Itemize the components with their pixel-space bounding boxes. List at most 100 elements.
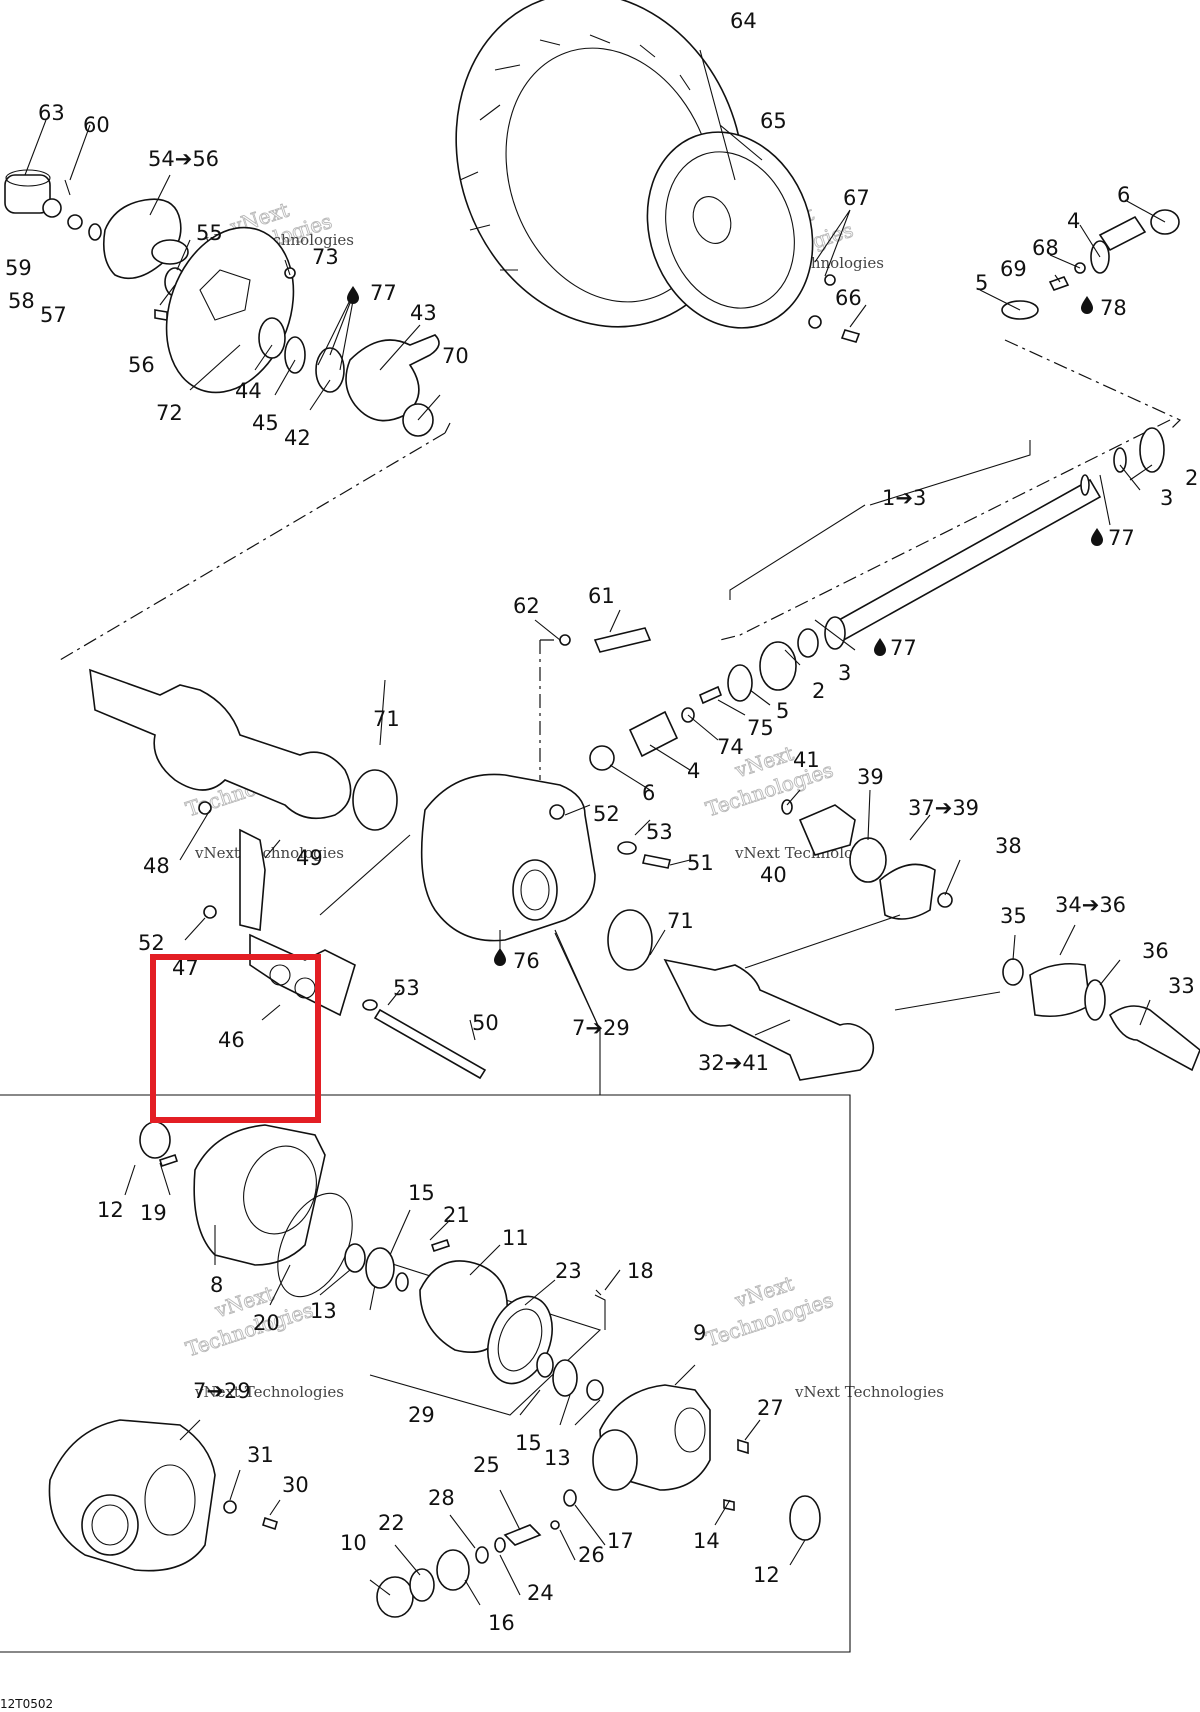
part-label: 59 bbox=[5, 256, 32, 280]
bolt-69 bbox=[1048, 276, 1070, 291]
part-label: 70 bbox=[442, 344, 469, 368]
part-label: 9 bbox=[693, 1321, 706, 1345]
part-label: 21 bbox=[443, 1203, 470, 1227]
oring-31 bbox=[223, 1500, 237, 1514]
oil-drop-icon bbox=[1091, 528, 1103, 546]
part-label: 4 bbox=[687, 759, 700, 783]
oil-drop-icon bbox=[1081, 296, 1093, 314]
part-label: 3 bbox=[1160, 486, 1173, 510]
part-label: 36 bbox=[1142, 939, 1169, 963]
part-label: 29 bbox=[408, 1403, 435, 1427]
seal-12 bbox=[139, 1121, 171, 1159]
part-label: 27 bbox=[757, 1396, 784, 1420]
part-label: 66 bbox=[835, 286, 862, 310]
part-label: 3 bbox=[838, 661, 851, 685]
left-cv-shaft bbox=[89, 668, 352, 820]
boot-2b bbox=[759, 641, 797, 691]
part-label: 34➔36 bbox=[1055, 893, 1126, 917]
part-label: 25 bbox=[473, 1453, 500, 1477]
ring-28 bbox=[475, 1546, 489, 1564]
drive-shaft-assembly bbox=[589, 440, 1102, 791]
part-label: 14 bbox=[693, 1529, 720, 1553]
part-label: 13 bbox=[310, 1299, 337, 1323]
part-label: 31 bbox=[247, 1443, 274, 1467]
seal-71 bbox=[352, 769, 398, 831]
part-label: 40 bbox=[760, 863, 787, 887]
part-labels: 64 65 67 66 63 60 54➔56 55 59 58 57 56 7… bbox=[5, 9, 1198, 1635]
part-label: 61 bbox=[588, 584, 615, 608]
part-label: 38 bbox=[995, 834, 1022, 858]
part-label: 16 bbox=[488, 1611, 515, 1635]
part-label: 69 bbox=[1000, 257, 1027, 281]
part-label: 57 bbox=[40, 303, 67, 327]
bolt-51 bbox=[642, 854, 671, 869]
diff-assembly-flange bbox=[81, 1494, 139, 1556]
screw-21 bbox=[430, 1238, 451, 1253]
part-label: 77 bbox=[1108, 526, 1135, 550]
outer-joint-assembly bbox=[979, 199, 1180, 526]
watermark-text: vNext Technologies bbox=[194, 1383, 344, 1401]
washer-53 bbox=[617, 841, 637, 855]
part-label: 52 bbox=[593, 802, 620, 826]
circlip-41 bbox=[781, 799, 793, 815]
retainer-44 bbox=[258, 317, 286, 359]
right-cv-assembly bbox=[663, 789, 1200, 1081]
screw-19 bbox=[158, 1153, 179, 1168]
bearing-42 bbox=[315, 347, 345, 393]
part-label: 52 bbox=[138, 931, 165, 955]
clamp-35 bbox=[1002, 958, 1024, 986]
nut-22 bbox=[409, 1568, 435, 1602]
shim bbox=[395, 1272, 409, 1292]
housing-bore bbox=[512, 859, 558, 921]
part-label: 50 bbox=[472, 1011, 499, 1035]
part-label: 71 bbox=[667, 909, 694, 933]
part-label: 48 bbox=[143, 854, 170, 878]
boot-2 bbox=[1139, 427, 1165, 473]
part-label: 11 bbox=[502, 1226, 529, 1250]
bearing-39 bbox=[849, 837, 887, 883]
stud-56 bbox=[154, 309, 168, 321]
bearing-15 bbox=[365, 1247, 395, 1289]
clamp-3b bbox=[797, 628, 819, 658]
pinion-assembly bbox=[48, 1419, 606, 1618]
clamp-5b bbox=[727, 664, 753, 702]
bushing-6b bbox=[589, 745, 615, 771]
watermark-text: vNext Technologies bbox=[794, 1383, 944, 1401]
watermark-text: vNext Technologies bbox=[734, 844, 884, 862]
part-label: 22 bbox=[378, 1511, 405, 1535]
part-label: 15 bbox=[515, 1431, 542, 1455]
seal-71b bbox=[607, 909, 653, 971]
part-label: 24 bbox=[527, 1581, 554, 1605]
part-label: 63 bbox=[38, 101, 65, 125]
bearing-13b bbox=[586, 1379, 604, 1401]
part-label: 77 bbox=[370, 281, 397, 305]
knuckle-43 bbox=[345, 334, 440, 422]
support-46 bbox=[249, 933, 356, 1017]
part-label: 18 bbox=[627, 1259, 654, 1283]
hub-knuckle-assembly bbox=[4, 119, 441, 437]
drawing-code: 12T0502 bbox=[0, 1697, 53, 1711]
washer-53b bbox=[362, 999, 378, 1011]
nut-52 bbox=[549, 804, 565, 820]
housing-bore-b bbox=[592, 1429, 638, 1491]
bushing-17 bbox=[563, 1489, 577, 1507]
part-label: 56 bbox=[128, 353, 155, 377]
part-label: 46 bbox=[218, 1028, 245, 1052]
part-label: 7➔29 bbox=[193, 1379, 251, 1403]
breather-assembly bbox=[534, 609, 652, 653]
part-label: 30 bbox=[282, 1473, 309, 1497]
part-label: 74 bbox=[717, 735, 744, 759]
part-label: 1➔3 bbox=[882, 486, 926, 510]
boot-34 bbox=[1029, 962, 1091, 1018]
part-label: 28 bbox=[428, 1486, 455, 1510]
part-label: 23 bbox=[555, 1259, 582, 1283]
part-label: 78 bbox=[1100, 296, 1127, 320]
washer-58 bbox=[67, 214, 83, 230]
hub-54 bbox=[102, 198, 182, 280]
part-label: 42 bbox=[284, 426, 311, 450]
part-label: 45 bbox=[252, 411, 279, 435]
part-label: 33 bbox=[1168, 974, 1195, 998]
assembly-leaders bbox=[0, 339, 1182, 1653]
part-label: 76 bbox=[513, 949, 540, 973]
